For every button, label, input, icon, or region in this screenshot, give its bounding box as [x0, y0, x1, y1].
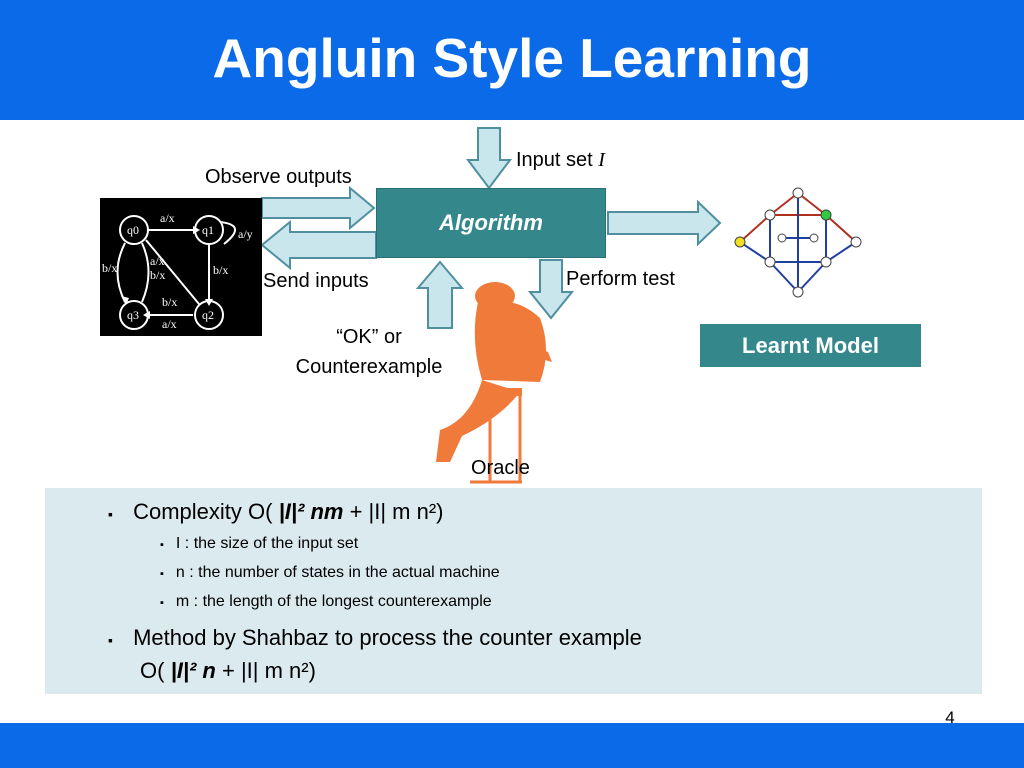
input-set-label: Input set I	[516, 149, 605, 171]
learnt-model-box: Learnt Model	[700, 324, 921, 367]
fsm-edge-label: a/x	[150, 254, 165, 268]
send-arrow	[260, 219, 377, 271]
fsm-state-q3: q3	[127, 308, 139, 322]
ok-label-line1: “OK” or	[336, 326, 402, 348]
oracle-figure	[436, 282, 552, 462]
sub-bullet: ▪n : the number of states in the actual …	[160, 564, 500, 581]
ok-label-line2: Counterexample	[295, 356, 443, 378]
bullet-complexity: ▪ Complexity O( |I|² nm + |I| m n²)	[108, 499, 444, 524]
test-arrow	[527, 259, 575, 320]
bullet-box	[45, 488, 982, 694]
title-bar	[0, 0, 1024, 120]
observe-arrow	[261, 185, 376, 231]
fsm-edge-label: b/x	[102, 261, 117, 275]
fsm-edge-label: a/x	[162, 317, 177, 331]
fsm-diagram	[100, 198, 262, 336]
algorithm-box: Algorithm	[376, 188, 606, 258]
bullet-shahbaz: ▪ Method by Shahbaz to process the count…	[108, 625, 642, 650]
input-arrow	[466, 127, 512, 190]
model-arrow	[607, 199, 722, 247]
fsm-edge-label: b/x	[213, 263, 228, 277]
fsm-state-q0: q0	[127, 223, 139, 237]
oracle-stool	[470, 396, 522, 484]
perform-test-label: Perform test	[566, 268, 675, 290]
fsm-edge-label: b/x	[162, 295, 177, 309]
send-inputs-label: Send inputs	[263, 270, 369, 292]
slide-title: Angluin Style Learning	[212, 27, 812, 89]
fsm-edge-label: a/x	[160, 211, 175, 225]
observe-outputs-label: Observe outputs	[205, 166, 352, 188]
fsm-edge-label: a/y	[238, 227, 253, 241]
oracle-label: Oracle	[471, 457, 530, 479]
bullet-marker: ▪	[108, 506, 113, 522]
sub-bullet: ▪m : the length of the longest counterex…	[160, 593, 492, 610]
sub-bullet: ▪I : the size of the input set	[160, 535, 359, 552]
ok-arrow	[415, 260, 465, 329]
page-number: 4	[945, 708, 955, 727]
bullet-marker: ▪	[108, 632, 113, 648]
footer-bar	[0, 723, 1024, 768]
fsm-state-q2: q2	[202, 308, 214, 322]
learnt-model-graph	[734, 187, 862, 298]
fsm-edge-label: b/x	[150, 268, 165, 282]
fsm-state-q1: q1	[202, 223, 214, 237]
bullet-shahbaz-complexity: O( |I|² n + |I| m n²)	[140, 658, 316, 683]
